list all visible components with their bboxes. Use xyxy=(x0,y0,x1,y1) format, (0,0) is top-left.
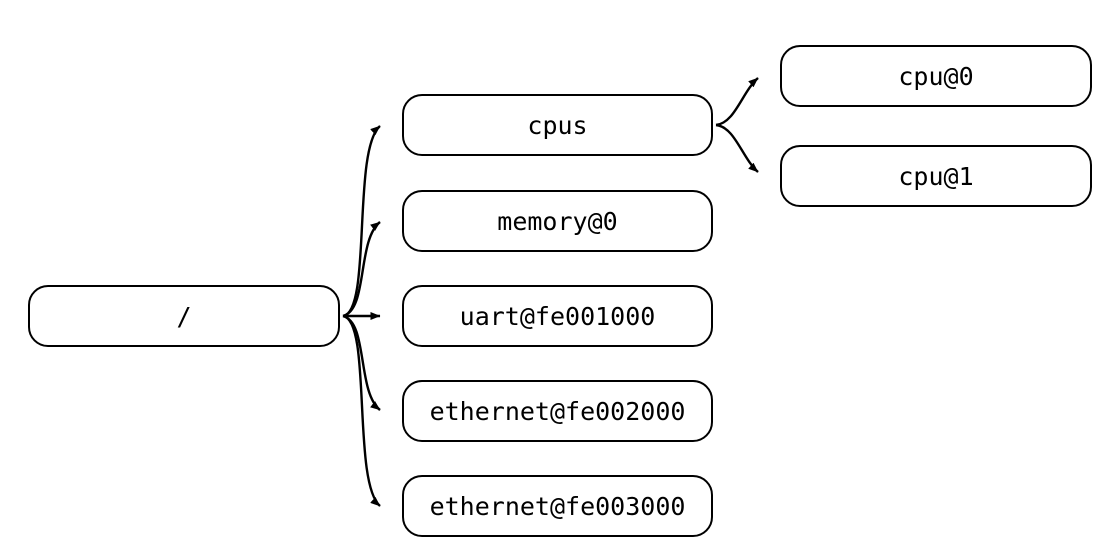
node-label-root: / xyxy=(176,301,192,331)
edge-cpus-to-cpu0 xyxy=(715,77,759,127)
node-cpu0[interactable]: cpu@0 xyxy=(780,45,1092,107)
node-uart[interactable]: uart@fe001000 xyxy=(402,285,713,347)
node-label-ethernet0: ethernet@fe002000 xyxy=(429,396,686,426)
node-ethernet0[interactable]: ethernet@fe002000 xyxy=(402,380,713,442)
edge-root-to-ethernet0 xyxy=(342,314,381,411)
edge-root-to-cpus xyxy=(342,125,381,318)
node-label-cpu0: cpu@0 xyxy=(898,61,974,91)
node-root[interactable]: / xyxy=(28,285,340,347)
node-label-cpu1: cpu@1 xyxy=(898,161,974,191)
node-memory[interactable]: memory@0 xyxy=(402,190,713,252)
node-label-uart: uart@fe001000 xyxy=(459,301,656,331)
edge-root-to-memory xyxy=(342,221,381,318)
edge-cpus-to-cpu1 xyxy=(715,123,759,173)
edge-root-to-ethernet1 xyxy=(342,314,381,507)
node-label-memory: memory@0 xyxy=(497,206,618,236)
node-cpus[interactable]: cpus xyxy=(402,94,713,156)
node-cpu1[interactable]: cpu@1 xyxy=(780,145,1092,207)
node-ethernet1[interactable]: ethernet@fe003000 xyxy=(402,475,713,537)
node-label-cpus: cpus xyxy=(527,110,588,140)
node-label-ethernet1: ethernet@fe003000 xyxy=(429,491,686,521)
